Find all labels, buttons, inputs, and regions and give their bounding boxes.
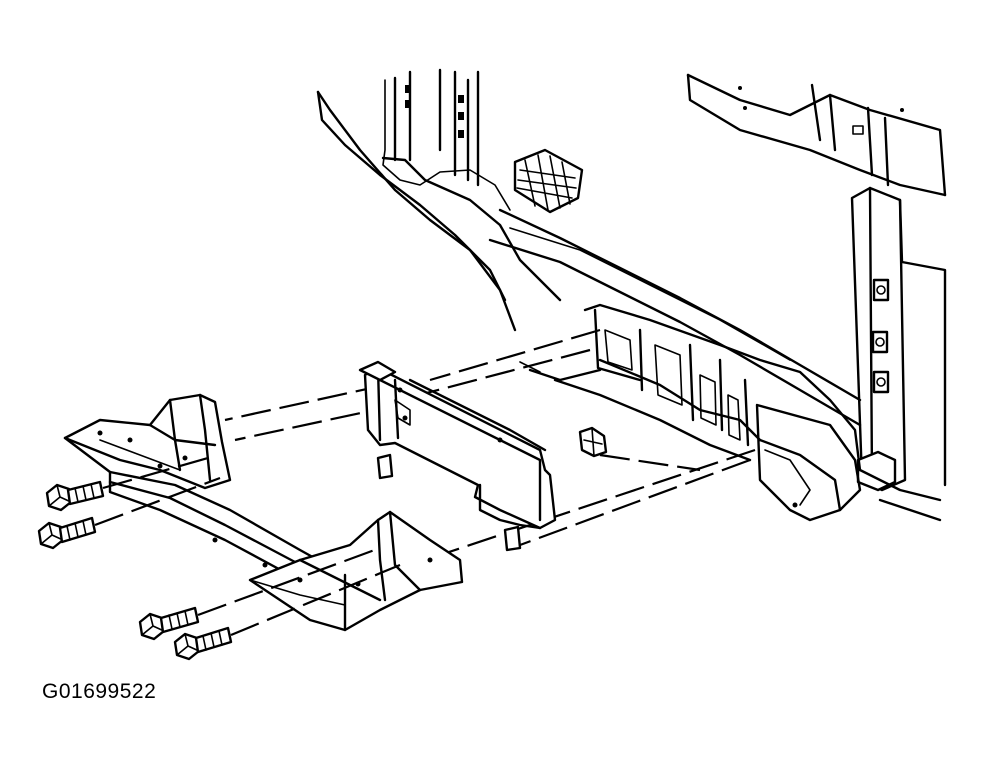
grille-mesh: [513, 148, 584, 214]
bolt-icon: [37, 454, 401, 661]
figure-id-label: G01699522: [42, 680, 157, 703]
mount-bracket-icon: [358, 360, 557, 552]
bolt-2: [37, 516, 97, 550]
bolt-1: [45, 480, 105, 512]
clip-icon: [578, 426, 608, 458]
bolt-3: [138, 606, 200, 641]
front-crossmember-icon: [63, 393, 464, 632]
vehicle-body-icon: [316, 68, 947, 522]
bolt-4: [173, 626, 233, 661]
